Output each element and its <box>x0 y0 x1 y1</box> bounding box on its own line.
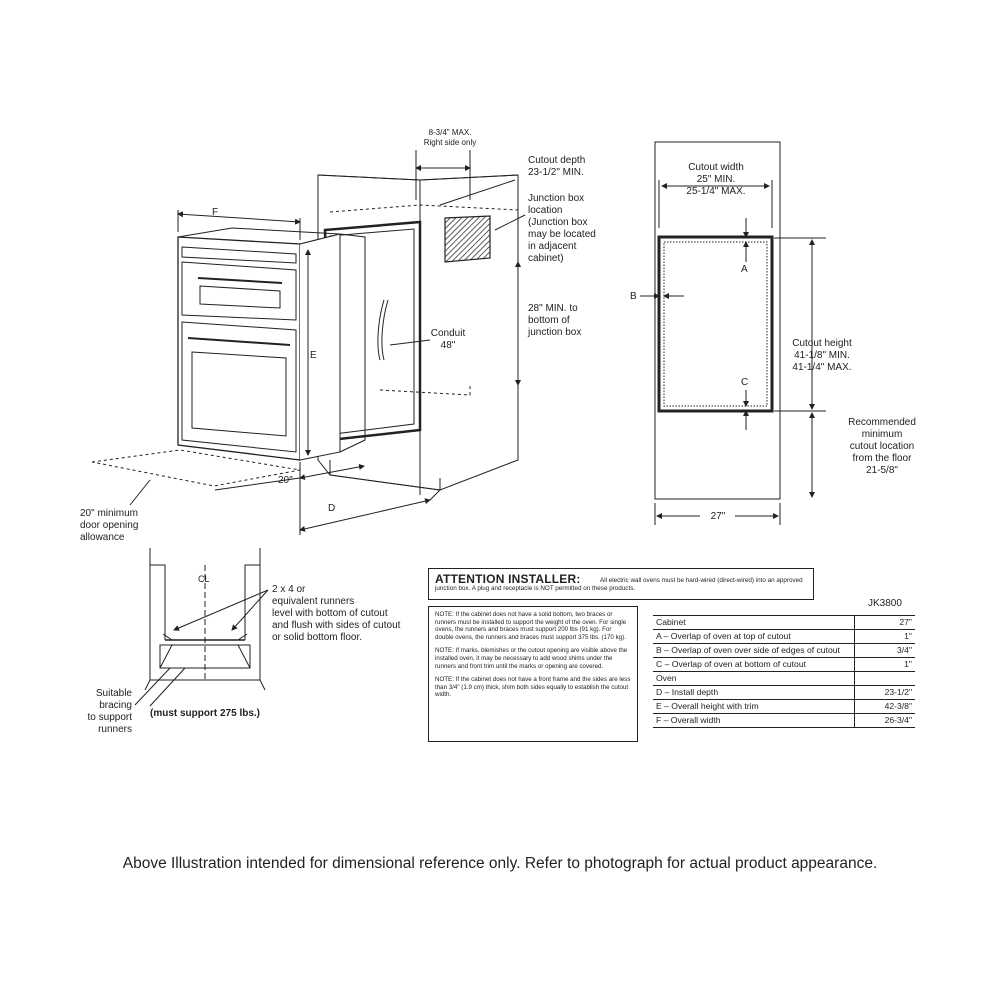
oven-drawing <box>91 227 366 487</box>
attention-text: All electric wall ovens must be hard-wir… <box>435 577 803 592</box>
door-allowance-label: 20" minimum door opening allowance <box>80 508 139 543</box>
weight-label: (must support 275 lbs.) <box>150 708 261 719</box>
support-runners-view <box>134 548 269 707</box>
cutout-front-view <box>640 141 826 525</box>
dimension-f-label: F <box>212 207 219 218</box>
junction-box-label: Junction box location (Junction box may … <box>528 193 596 264</box>
cutout-height-label: Cutout height 41-1/8" MIN. 41-1/4" MAX. <box>792 338 852 373</box>
note-solid-bottom: NOTE: If the cabinet does not have a sol… <box>435 611 627 641</box>
overlap-a-label: A <box>741 264 748 275</box>
bracing-label: Suitable bracing to support runners <box>87 688 132 735</box>
floor-location-label: Recommended minimum cutout location from… <box>848 417 916 476</box>
dimension-d-label: D <box>328 503 336 514</box>
cabinet-drawing <box>317 174 519 495</box>
conduit-label: Conduit 48" <box>430 328 466 351</box>
note-marks: NOTE: If marks, blemishes or the cutout … <box>435 647 628 670</box>
attention-title: ATTENTION INSTALLER: <box>435 572 581 586</box>
table-row: B – Overlap of oven over side of edges o… <box>653 643 915 658</box>
cutout-width-label: Cutout width 25" MIN. 25-1/4" MAX. <box>686 162 746 197</box>
cabinet-width-label: 27" <box>710 511 726 522</box>
runners-label: 2 x 4 or equivalent runners level with b… <box>272 584 401 643</box>
side-max-label: 8-3/4" MAX. Right side only <box>423 128 477 147</box>
dimension-20-label: 20" <box>278 475 293 486</box>
attention-installer-box: ATTENTION INSTALLER: All electric wall o… <box>428 568 814 600</box>
model-number: JK3800 <box>868 598 902 609</box>
notes-box: NOTE: If the cabinet does not have a sol… <box>428 606 638 742</box>
dimension-e-label: E <box>310 350 317 361</box>
junction-height-label: 28" MIN. to bottom of junction box <box>528 303 582 338</box>
table-row: Oven <box>653 671 915 686</box>
cutout-depth-label: Cutout depth 23-1/2" MIN. <box>528 155 586 178</box>
centerline-label: CL <box>198 574 210 584</box>
footer-disclaimer: Above Illustration intended for dimensio… <box>122 855 878 872</box>
note-front-frame: NOTE: If the cabinet does not have a fro… <box>435 676 631 699</box>
overlap-b-label: B <box>630 291 637 302</box>
overlap-c-label: C <box>741 377 749 388</box>
